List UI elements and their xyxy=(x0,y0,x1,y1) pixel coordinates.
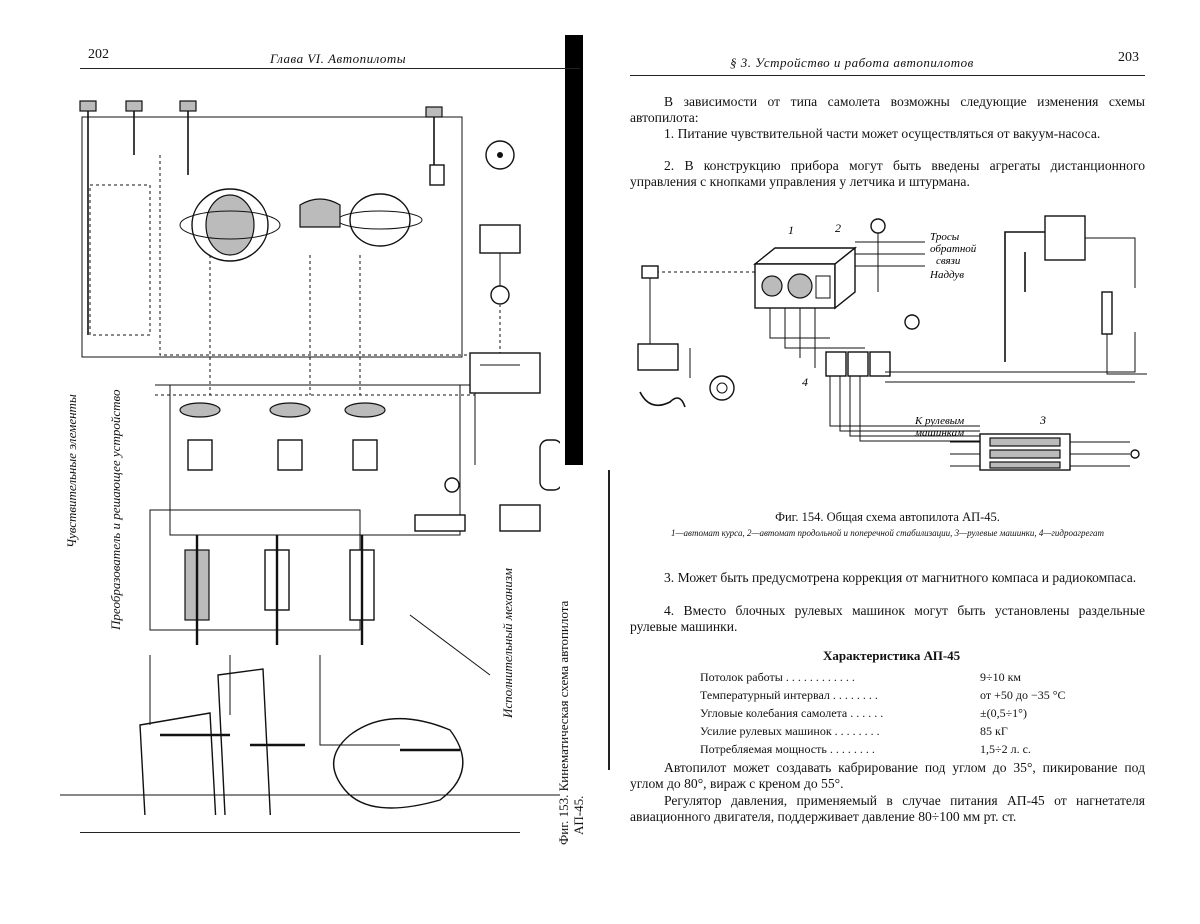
specs-title: Характеристика АП-45 xyxy=(823,648,960,664)
header-rule-left xyxy=(80,68,580,69)
label-to-rudder-1: К рулевым xyxy=(914,415,964,427)
general-diagram: 1 2 4 3 Тросы обратной связи Наддув xyxy=(630,212,1150,502)
figure-154-legend: 1—автомат курса, 2—автомат продольной и … xyxy=(640,528,1135,539)
figure-153-caption-line2: АП-45. xyxy=(571,601,586,845)
label-cables-1: Тросы xyxy=(930,231,960,243)
intro-paragraph: В зависимости от типа самолета возможны … xyxy=(630,94,1145,126)
label-sensitive-elements: Чувствительные элементы xyxy=(64,394,80,548)
spec-row: Потолок работы . . . . . . . . . . . .9÷… xyxy=(700,668,1066,686)
spec-label: Температурный интервал . . . . . . . . xyxy=(700,686,980,704)
item-3: 3. Может быть предусмотрена коррекция от… xyxy=(630,570,1145,586)
label-n4: 4 xyxy=(802,375,808,389)
spec-value: ±(0,5÷1°) xyxy=(980,704,1027,722)
label-n1: 1 xyxy=(788,223,794,237)
running-head-left: Глава VI. Автопилоты xyxy=(270,51,406,67)
paragraph-regulator: Регулятор давления, применяемый в случае… xyxy=(630,793,1145,825)
figure-153-caption-line1: Фиг. 153. Кинематическая схема автопилот… xyxy=(556,601,571,845)
spec-row: Усилие рулевых машинок . . . . . . . .85… xyxy=(700,722,1066,740)
right-page: § 3. Устройство и работа автопилотов 203… xyxy=(630,0,1150,924)
spec-value: 9÷10 км xyxy=(980,668,1021,686)
spec-label: Потолок работы . . . . . . . . . . . . xyxy=(700,668,980,686)
footer-rule-left xyxy=(80,832,520,833)
left-page: 202 Глава VI. Автопилоты xyxy=(60,0,610,924)
label-converter: Преобразователь и решающее устройство xyxy=(108,390,124,630)
spec-value: 85 кГ xyxy=(980,722,1008,740)
kinematic-diagram xyxy=(60,95,560,815)
running-head-right: § 3. Устройство и работа автопилотов xyxy=(730,55,974,71)
specs-table: Потолок работы . . . . . . . . . . . .9÷… xyxy=(700,668,1066,758)
paragraph-dive: Автопилот может создавать кабрирование п… xyxy=(630,760,1145,792)
item-2: 2. В конструкцию прибора могут быть введ… xyxy=(630,158,1145,190)
spec-row: Потребляемая мощность . . . . . . . .1,5… xyxy=(700,740,1066,758)
page-number-left: 202 xyxy=(88,47,109,63)
spec-label: Потребляемая мощность . . . . . . . . xyxy=(700,740,980,758)
label-to-rudder-2: машинкам xyxy=(914,427,964,439)
spec-row: Температурный интервал . . . . . . . .от… xyxy=(700,686,1066,704)
spec-label: Усилие рулевых машинок . . . . . . . . xyxy=(700,722,980,740)
spec-row: Угловые колебания самолета . . . . . .±(… xyxy=(700,704,1066,722)
page-number-right: 203 xyxy=(1118,50,1139,66)
figure-154-caption: Фиг. 154. Общая схема автопилота АП-45. xyxy=(630,510,1145,525)
spec-label: Угловые колебания самолета . . . . . . xyxy=(700,704,980,722)
spec-value: 1,5÷2 л. с. xyxy=(980,740,1031,758)
item-4: 4. Вместо блочных рулевых машинок могут … xyxy=(630,603,1145,635)
label-actuator: Исполнительный механизм xyxy=(500,568,516,718)
item-1: 1. Питание чувствительной части может ос… xyxy=(630,126,1145,142)
label-boost: Наддув xyxy=(929,269,964,281)
label-cables-3: связи xyxy=(936,255,961,267)
label-n2: 2 xyxy=(835,221,841,235)
figure-153-caption: Фиг. 153. Кинематическая схема автопилот… xyxy=(556,601,586,845)
label-cables-2: обратной xyxy=(930,243,977,255)
spec-value: от +50 до −35 °C xyxy=(980,686,1066,704)
label-n3: 3 xyxy=(1039,413,1046,427)
header-rule-right xyxy=(630,75,1145,76)
